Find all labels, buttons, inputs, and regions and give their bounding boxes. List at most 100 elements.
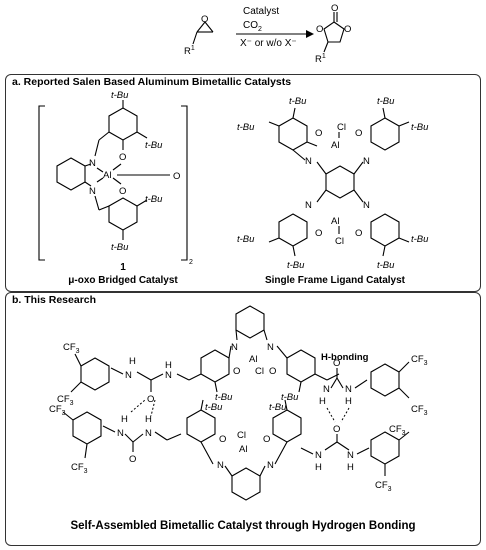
cl-r-bottom: Cl <box>335 236 344 247</box>
n-b4: N <box>267 460 274 471</box>
tbu-top-left: t-Bu <box>111 90 129 101</box>
epoxide-structure: O R1 <box>184 14 214 57</box>
carbonate-r-group: R1 <box>315 53 326 65</box>
condition-label: X⁻ or w/o X⁻ <box>240 38 297 49</box>
epoxide-r-group: R1 <box>184 45 195 57</box>
reaction-scheme: O R1 O O O R1 <box>184 3 351 65</box>
h-bonding-label: H-bonding <box>321 352 369 363</box>
cl-b-top: Cl <box>255 366 264 377</box>
catalyst-label: Catalyst <box>243 6 280 17</box>
n-urea-ul: N <box>165 370 172 381</box>
al-b-bottom: Al <box>239 444 247 455</box>
o-b4: O <box>263 434 270 445</box>
h-urea-ur1: H <box>319 396 326 407</box>
tbu-mid2-left: t-Bu <box>145 194 163 205</box>
tbu-mid-left: t-Bu <box>145 140 163 151</box>
cf3-lr2: CF3 <box>375 480 392 493</box>
cf3-ul2: CF3 <box>57 394 74 407</box>
mu-oxo-catalyst-structure: 2 t-Bu t-Bu O N Al O N O t-Bu t-Bu <box>38 90 193 266</box>
h-urea-ll1: H <box>121 414 128 425</box>
al-b-top: Al <box>249 354 257 365</box>
epoxide-o-atom: O <box>201 14 208 25</box>
caption-single-frame: Single Frame Ligand Catalyst <box>264 275 406 286</box>
compound-number: 1 <box>120 262 126 273</box>
tbu-b1: t-Bu <box>215 392 233 403</box>
o-r4: O <box>355 228 362 239</box>
n-urea-ur2: N <box>345 384 352 395</box>
tbu-r7: t-Bu <box>411 234 429 245</box>
n-urea-ur1: N <box>323 384 330 395</box>
n-b2: N <box>267 342 274 353</box>
self-assembled-catalyst-structure: N N Al Cl O O t-Bu t-Bu N H O N H CF3 <box>49 305 428 501</box>
n-urea-ll1: N <box>117 428 124 439</box>
carbonate-o-exo: O <box>331 3 338 14</box>
al-r-top: Al <box>331 140 339 151</box>
h-urea-ur2: H <box>345 396 352 407</box>
n-r1: N <box>305 156 312 167</box>
panel-a-title: a. Reported Salen Based Aluminum Bimetal… <box>12 76 292 88</box>
n-lower-left: N <box>89 186 96 197</box>
co2-label: CO2 <box>243 20 262 33</box>
cf3-ur2: CF3 <box>411 404 428 417</box>
o-urea-ur: O <box>333 358 340 369</box>
n-r3: N <box>305 200 312 211</box>
cl-b-bottom: Cl <box>237 430 246 441</box>
cf3-ur1: CF3 <box>411 354 428 367</box>
panel-b <box>5 292 481 546</box>
panel-b-structure: N N Al Cl O O t-Bu t-Bu N H O N H CF3 <box>49 305 428 501</box>
o-lower-left: O <box>119 186 126 197</box>
panel-a-structures: 2 t-Bu t-Bu O N Al O N O t-Bu t-Bu <box>38 90 429 271</box>
o-upper-left: O <box>119 152 126 163</box>
tbu-bottom-left: t-Bu <box>111 242 129 253</box>
tbu-r8: t-Bu <box>377 260 395 271</box>
n-b3: N <box>217 460 224 471</box>
tbu-r4: t-Bu <box>411 122 429 133</box>
o-urea-ul: O <box>147 394 154 405</box>
h-urea-lr2: H <box>347 462 354 473</box>
o-r1: O <box>315 128 322 139</box>
tbu-b2: t-Bu <box>281 392 299 403</box>
caption-mu-oxo: μ-oxo Bridged Catalyst <box>68 275 178 286</box>
h-urea-ll2: H <box>145 414 152 425</box>
panel-b-title: b. This Research <box>12 294 97 306</box>
tbu-b3: t-Bu <box>205 402 223 413</box>
tbu-r6: t-Bu <box>287 260 305 271</box>
tbu-r1: t-Bu <box>289 96 307 107</box>
n-urea-ll2: N <box>145 428 152 439</box>
tbu-r2: t-Bu <box>237 122 255 133</box>
al-left: Al <box>103 170 111 181</box>
carbonate-o-left: O <box>316 24 323 35</box>
o-bridge: O <box>173 171 180 182</box>
h-urea-lr1: H <box>315 462 322 473</box>
h-urea-ul2: H <box>129 356 136 367</box>
o-urea-ll: O <box>129 454 136 465</box>
n-b1: N <box>231 342 238 353</box>
bracket-subscript: 2 <box>189 259 193 266</box>
n-upper-left: N <box>89 158 96 169</box>
tbu-r5: t-Bu <box>237 234 255 245</box>
o-r2: O <box>355 128 362 139</box>
panel-a <box>5 74 481 292</box>
tbu-r3: t-Bu <box>377 96 395 107</box>
cl-r-top: Cl <box>337 122 346 133</box>
o-r3: O <box>315 228 322 239</box>
n-urea-lr2: N <box>347 450 354 461</box>
n-r4: N <box>363 200 370 211</box>
n-r2: N <box>363 156 370 167</box>
carbonate-o-right: O <box>344 24 351 35</box>
n-urea-lr1: N <box>315 450 322 461</box>
o-b1: O <box>233 366 240 377</box>
cf3-ll1: CF3 <box>49 404 66 417</box>
cf3-ul1: CF3 <box>63 342 80 355</box>
o-b2: O <box>269 366 276 377</box>
tbu-b4: t-Bu <box>269 402 287 413</box>
caption-self-assembled: Self-Assembled Bimetallic Catalyst throu… <box>70 520 416 532</box>
cf3-ll2: CF3 <box>71 462 88 475</box>
n-urea-ul2: N <box>125 370 132 381</box>
al-r-bottom: Al <box>331 216 339 227</box>
o-b3: O <box>219 434 226 445</box>
h-urea-ul: H <box>165 360 172 371</box>
cf3-lr1: CF3 <box>389 424 406 437</box>
single-frame-catalyst-structure: t-Bu t-Bu O N Al Cl t-Bu t-Bu O N N N Al… <box>237 96 429 271</box>
cyclic-carbonate-structure: O O O R1 <box>315 3 351 65</box>
